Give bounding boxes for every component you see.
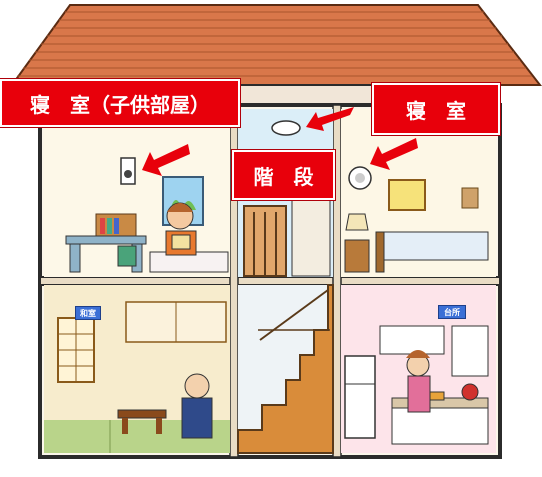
arrow-icon [142, 107, 418, 176]
sign-kitchen-text: 台所 [444, 307, 460, 317]
label-child-bedroom-text: 寝 室（子供部屋） [30, 92, 210, 117]
smoke-detector-icon [271, 120, 301, 136]
label-child-bedroom: 寝 室（子供部屋） [0, 79, 240, 127]
label-stairs: 階 段 [232, 150, 335, 200]
kitchen-room [341, 285, 496, 453]
label-stairs-text: 階 段 [253, 164, 314, 189]
washitsu-room [44, 285, 230, 453]
sign-kitchen: 台所 [438, 305, 466, 319]
roof [10, 4, 542, 86]
bedroom [341, 109, 496, 277]
sign-washitsu-text: 和室 [80, 308, 96, 318]
sign-washitsu: 和室 [75, 306, 101, 320]
label-bedroom-text: 寝 室 [406, 98, 466, 123]
lower-stairs [237, 284, 334, 454]
wall-right [332, 104, 342, 458]
floor-divider [39, 276, 501, 286]
label-bedroom: 寝 室 [372, 83, 500, 135]
child-bedroom [44, 109, 230, 277]
